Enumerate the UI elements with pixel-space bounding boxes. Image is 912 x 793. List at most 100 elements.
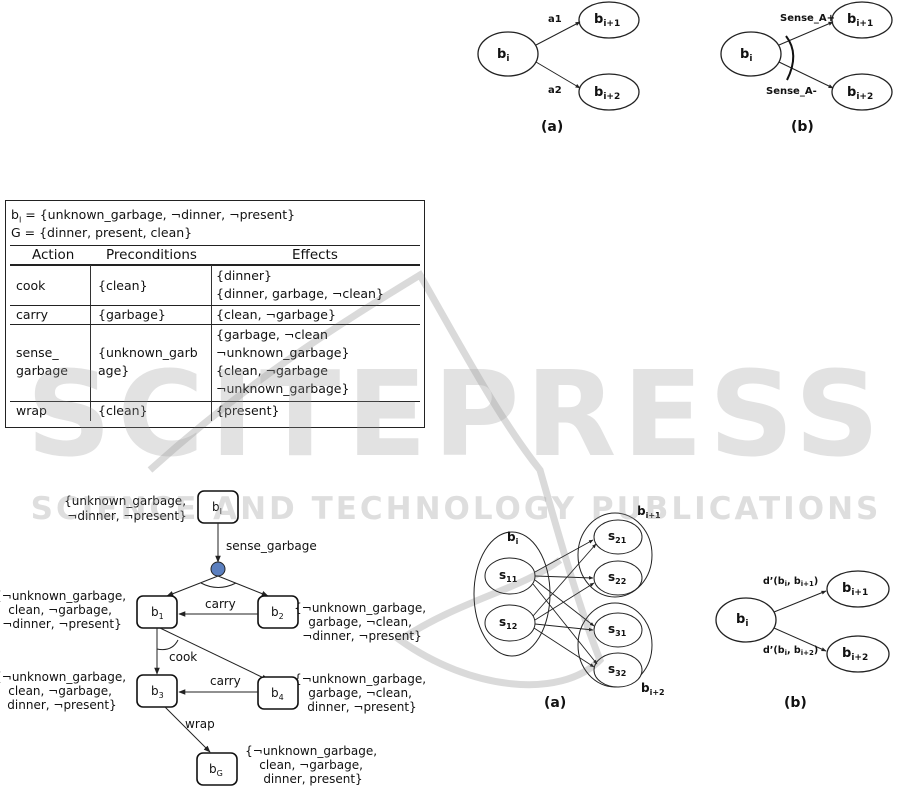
edge-a2 xyxy=(535,61,581,89)
sense-node xyxy=(210,561,226,577)
edge-sense-plus xyxy=(778,21,834,46)
row-carry-pre: {garbage} xyxy=(98,307,166,322)
state-s11-label: s11 xyxy=(499,568,518,584)
node-b4-state: {¬unknown_garbage, garbage, ¬clean, dinn… xyxy=(294,672,430,714)
node-b3-state: {¬unknown_garbage, clean, ¬garbage, dinn… xyxy=(0,670,130,712)
arrow-s12-s31 xyxy=(534,623,594,632)
node-bi-label: bi xyxy=(740,47,752,64)
row-cook-eff-2: {dinner, garbage, ¬clean} xyxy=(216,286,384,301)
node-bi2-label: bi+2 xyxy=(847,85,873,102)
node-b3-label: b3 xyxy=(151,684,164,700)
row-sense-eff-1: {garbage, ¬clean xyxy=(216,327,328,342)
row-sense-action-1: sense_ xyxy=(16,345,59,360)
and-arc-cook xyxy=(156,639,179,651)
node-bi2-label: bi+2 xyxy=(842,646,868,663)
and-or-graph: bI {unknown_garbage, ¬dinner, ¬present} … xyxy=(0,490,430,786)
col-header-action: Action xyxy=(32,247,75,263)
transition-arrows xyxy=(532,539,598,668)
arrow-s12-s32 xyxy=(533,627,595,668)
node-b3 xyxy=(136,674,178,708)
carry2-label: carry xyxy=(210,674,241,688)
arrow-s12-s21 xyxy=(532,543,597,617)
header-rule-top xyxy=(10,245,420,246)
node-bI-state: {unknown_garbage, ¬dinner, ¬present} xyxy=(64,494,190,523)
edge-sense-plus-label: Sense_A+ xyxy=(780,13,835,24)
cook-label: cook xyxy=(169,650,197,664)
col-divider-1 xyxy=(90,265,91,421)
row-cook-eff-1: {dinner} xyxy=(216,268,272,283)
wrap-label: wrap xyxy=(185,717,215,731)
state-s12 xyxy=(484,604,536,642)
state-s31 xyxy=(593,612,643,648)
node-bi-label: bi xyxy=(736,612,748,629)
col-header-preconditions: Preconditions xyxy=(106,247,197,263)
node-bI-label: bI xyxy=(212,500,222,516)
row-wrap-pre: {clean} xyxy=(98,403,148,418)
node-b1-label: b1 xyxy=(151,605,164,621)
and-arc-sense xyxy=(200,582,237,588)
edge-d1-label: d’(bi, bi+1) xyxy=(763,576,818,588)
row-rule-1 xyxy=(10,305,420,306)
caption-state-a: (a) xyxy=(544,695,566,711)
state-s22-label: s22 xyxy=(608,570,626,586)
carry1-label: carry xyxy=(205,597,236,611)
node-b2-state: {¬unknown_garbage, garbage, ¬clean, ¬din… xyxy=(294,601,430,643)
node-bi2-label: bi+2 xyxy=(594,85,620,102)
node-b1-state: {¬unknown_garbage, clean, ¬garbage, ¬din… xyxy=(0,589,130,631)
belief-bi-ellipse xyxy=(473,531,551,657)
node-bi1 xyxy=(826,570,890,608)
belief-bi1-label: bi+1 xyxy=(637,504,661,520)
caption-top-a: (a) xyxy=(541,119,563,135)
node-b4 xyxy=(257,676,299,710)
node-bi1 xyxy=(831,1,893,39)
belief-bi1-ellipse xyxy=(577,512,653,598)
arrow-s12-s22 xyxy=(534,582,595,621)
belief-bi-label: bi xyxy=(507,530,519,546)
row-wrap-action: wrap xyxy=(16,403,47,418)
row-rule-2 xyxy=(10,324,420,325)
col-header-effects: Effects xyxy=(292,247,338,263)
edge-b3-bG xyxy=(164,706,211,753)
edge-a1-label: a1 xyxy=(548,14,562,25)
node-bG-state: {¬unknown_garbage, clean, ¬garbage, dinn… xyxy=(245,744,381,786)
edge-sense-minus-label: Sense_A- xyxy=(766,86,817,97)
row-wrap-eff: {present} xyxy=(216,403,280,418)
state-s12-label: s12 xyxy=(499,615,517,631)
node-bi xyxy=(715,597,777,643)
edge-a2-label: a2 xyxy=(548,85,562,96)
initial-belief-line: bI = {unknown_garbage, ¬dinner, ¬present… xyxy=(11,207,296,225)
state-s22 xyxy=(593,560,643,596)
node-bi-label: bi xyxy=(497,47,509,64)
edge-sense-b1 xyxy=(166,575,219,597)
row-cook-pre: {clean} xyxy=(98,278,148,293)
state-figure-a: bi bi+1 bi+2 s11 s12 s21 s22 s31 s32 (a) xyxy=(473,504,665,711)
row-sense-pre-1: {unknown_garb xyxy=(98,345,198,360)
row-carry-eff: {clean, ¬garbage} xyxy=(216,307,336,322)
row-sense-eff-4: ¬unknown_garbage} xyxy=(216,381,350,396)
node-bi2 xyxy=(578,73,640,111)
state-s21-label: s21 xyxy=(608,529,627,545)
row-sense-eff-2: ¬unknown_garbage} xyxy=(216,345,350,360)
state-s32-label: s32 xyxy=(608,662,626,678)
node-bi xyxy=(720,31,782,77)
goal-line: G = {dinner, present, clean} xyxy=(11,225,193,240)
node-bi1-label: bi+1 xyxy=(847,12,873,29)
caption-dist-b: (b) xyxy=(784,695,807,711)
edge-d2 xyxy=(773,627,827,652)
edge-d1 xyxy=(773,590,827,613)
edge-sense-minus xyxy=(778,61,834,89)
row-sense-eff-3: {clean, ¬garbage xyxy=(216,363,328,378)
row-carry-action: carry xyxy=(16,307,48,322)
arrow-s11-s32 xyxy=(532,583,598,665)
state-s31-label: s31 xyxy=(608,622,627,638)
node-b2 xyxy=(257,595,299,629)
node-bi1-label: bi+1 xyxy=(842,581,868,598)
row-cook-action: cook xyxy=(16,278,46,293)
arrow-s11-s22 xyxy=(534,575,594,580)
state-s21 xyxy=(593,519,643,555)
node-b2-label: b2 xyxy=(271,605,284,621)
pddl-table: bI = {unknown_garbage, ¬dinner, ¬present… xyxy=(5,200,425,428)
col-divider-2 xyxy=(211,265,212,421)
row-sense-action-2: garbage xyxy=(16,363,68,378)
